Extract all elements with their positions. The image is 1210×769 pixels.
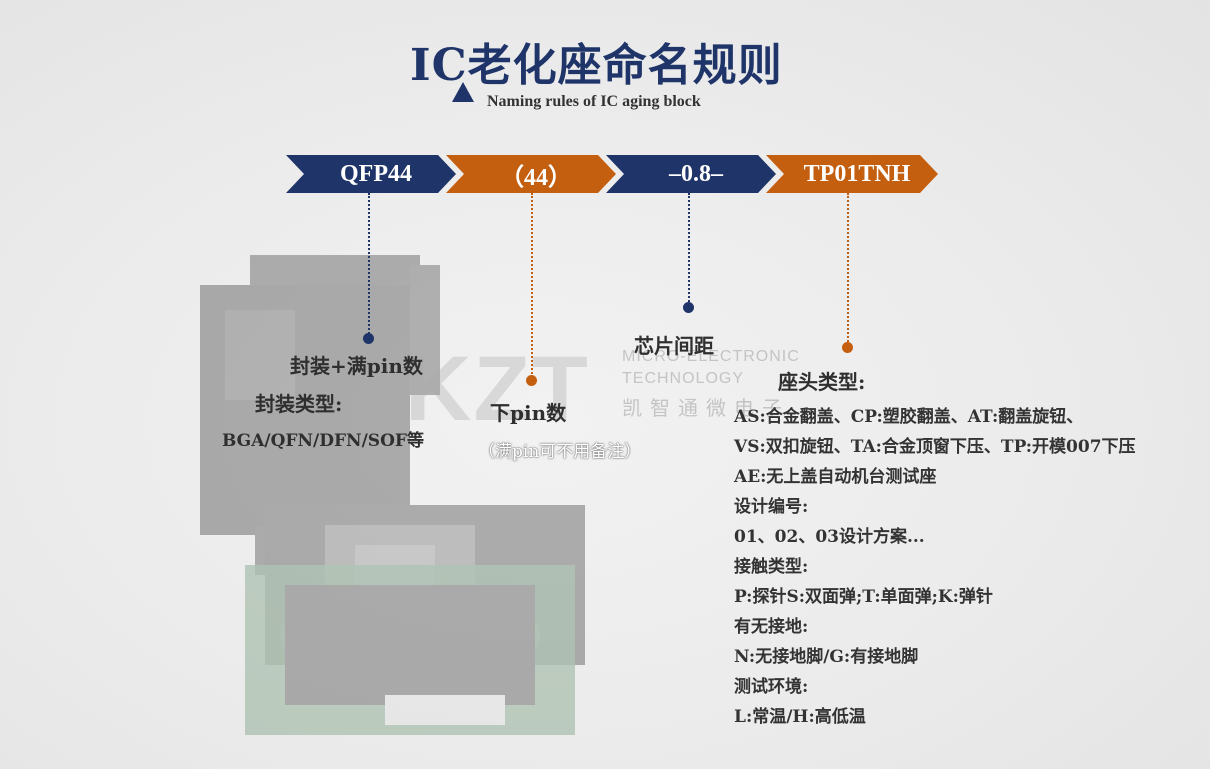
connector-dot-pin: [526, 375, 537, 386]
detail-line: 设计编号:: [734, 497, 809, 517]
banner-segment-pin: （44）: [446, 155, 616, 193]
detail-line: AS:合金翻盖、CP:塑胶翻盖、AT:翻盖旋钮、: [734, 407, 1084, 427]
banner-segment-head: TP01TNH: [766, 155, 938, 193]
banner-text-pitch: –0.8–: [669, 160, 723, 187]
connector-dot-head: [842, 342, 853, 353]
connector-line-pin: [531, 193, 533, 378]
label-head-type: 座头类型:: [778, 370, 866, 394]
watermark-line-3: 凯智通微电子: [622, 396, 790, 420]
watermark-line-1: MICRO-ELECTRONIC: [622, 348, 800, 365]
detail-line: 接触类型:: [734, 557, 809, 577]
banner-segment-package: QFP44: [286, 155, 456, 193]
title-triangle-icon: [452, 82, 474, 102]
detail-line: 测试环境:: [734, 677, 809, 697]
detail-line: L:常温/H:高低温: [734, 707, 866, 727]
detail-line: P:探针S:双面弹;T:单面弹;K:弹针: [734, 587, 993, 607]
detail-line: AE:无上盖自动机台测试座: [734, 467, 937, 487]
label-pitch: 芯片间距: [634, 334, 714, 358]
label-package: 封装+满pin数: [290, 354, 423, 378]
ic-socket-image: [200, 255, 585, 735]
connector-line-package: [368, 193, 370, 337]
label-pin-note: （满pin可不用备注）: [478, 442, 642, 462]
connector-line-pitch: [688, 193, 690, 305]
banner-segment-pitch: –0.8–: [606, 155, 776, 193]
banner-text-pin: （44）: [500, 164, 572, 191]
detail-line: 01、02、03设计方案...: [734, 527, 925, 547]
label-pin: 下pin数: [490, 401, 567, 425]
watermark-line-2: TECHNOLOGY: [622, 370, 745, 387]
connector-dot-package: [363, 333, 374, 344]
label-package-list: BGA/QFN/DFN/SOF等: [222, 431, 424, 451]
banner-text-head: TP01TNH: [803, 160, 911, 187]
head-type-details: AS:合金翻盖、CP:塑胶翻盖、AT:翻盖旋钮、 VS:双扣旋钮、TA:合金顶窗…: [734, 402, 1136, 732]
detail-line: VS:双扣旋钮、TA:合金顶窗下压、TP:开模007下压: [734, 437, 1136, 457]
detail-line: N:无接地脚/G:有接地脚: [734, 647, 919, 667]
page-subtitle: Naming rules of IC aging block: [487, 93, 701, 110]
label-package-type: 封装类型:: [255, 392, 343, 416]
watermark-logo: KZT: [405, 338, 590, 440]
connector-dot-pitch: [683, 302, 694, 313]
detail-line: 有无接地:: [734, 617, 809, 637]
banner-text-package: QFP44: [340, 160, 412, 187]
page-title: IC老化座命名规则: [410, 40, 783, 91]
connector-line-head: [847, 193, 849, 345]
